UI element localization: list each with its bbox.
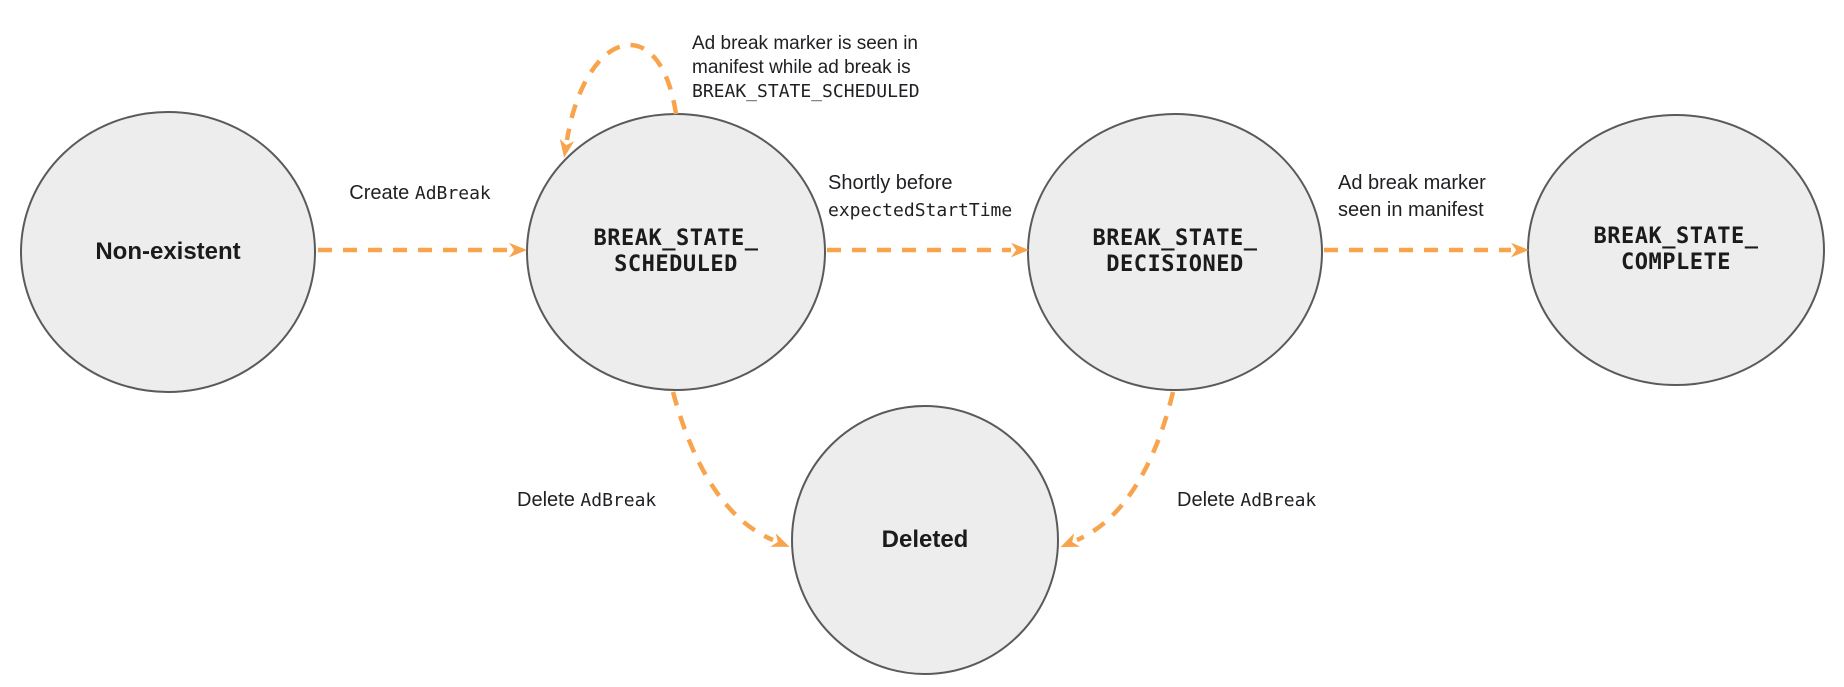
state-label-break-state-decisioned: BREAK_STATE_ DECISIONED [1093, 226, 1258, 278]
state-label-line: COMPLETE [1621, 250, 1731, 275]
state-label-line: BREAK_STATE_ [593, 226, 759, 251]
state-circle-non-existent [20, 111, 316, 393]
state-label-line: Deleted [881, 526, 969, 553]
edge-label-line: Shortly before [828, 172, 953, 194]
edge-label-self-loop: Ad break marker is seen in manifest whil… [692, 32, 920, 104]
edge-delete-adbreak-from-decisioned [1060, 391, 1176, 548]
edge-label-code-line: expectedStartTime [828, 200, 1013, 221]
edge-label-line: manifest while ad break is [692, 57, 911, 78]
state-label-non-existent: Non-existent [95, 238, 240, 266]
edge-label-code: AdBreak [580, 490, 657, 511]
edge-label-marker-seen: Ad break marker seen in manifest [1338, 170, 1486, 224]
state-label-deleted: Deleted [882, 526, 969, 554]
state-label-line: SCHEDULED [614, 252, 738, 277]
edge-label-code-line: BREAK_STATE_SCHEDULED [692, 81, 920, 102]
state-label-line: BREAK_STATE_ [1593, 224, 1759, 249]
edge-delete-adbreak-from-scheduled [670, 391, 790, 547]
edge-label-code: AdBreak [1240, 490, 1317, 511]
state-label-line: DECISIONED [1106, 252, 1244, 277]
edge-label-line: Ad break marker is seen in [692, 33, 918, 54]
state-label-line: BREAK_STATE_ [1092, 226, 1258, 251]
edge-self-loop-scheduled [559, 42, 679, 158]
state-label-line: Non-existent [95, 238, 241, 265]
edge-label-text: Delete [517, 489, 575, 511]
edge-label-text: Delete [1177, 489, 1235, 511]
edge-label-line: Ad break marker [1338, 172, 1486, 194]
state-label-break-state-scheduled: BREAK_STATE_ SCHEDULED [594, 226, 759, 278]
edge-label-code: AdBreak [414, 183, 491, 204]
state-label-break-state-complete: BREAK_STATE_ COMPLETE [1594, 224, 1759, 276]
edge-label-text: Create [349, 182, 410, 204]
edge-label-shortly-before: Shortly before expectedStartTime [828, 170, 1012, 224]
edge-label-line: seen in manifest [1338, 199, 1484, 221]
state-circle-deleted [791, 405, 1059, 675]
